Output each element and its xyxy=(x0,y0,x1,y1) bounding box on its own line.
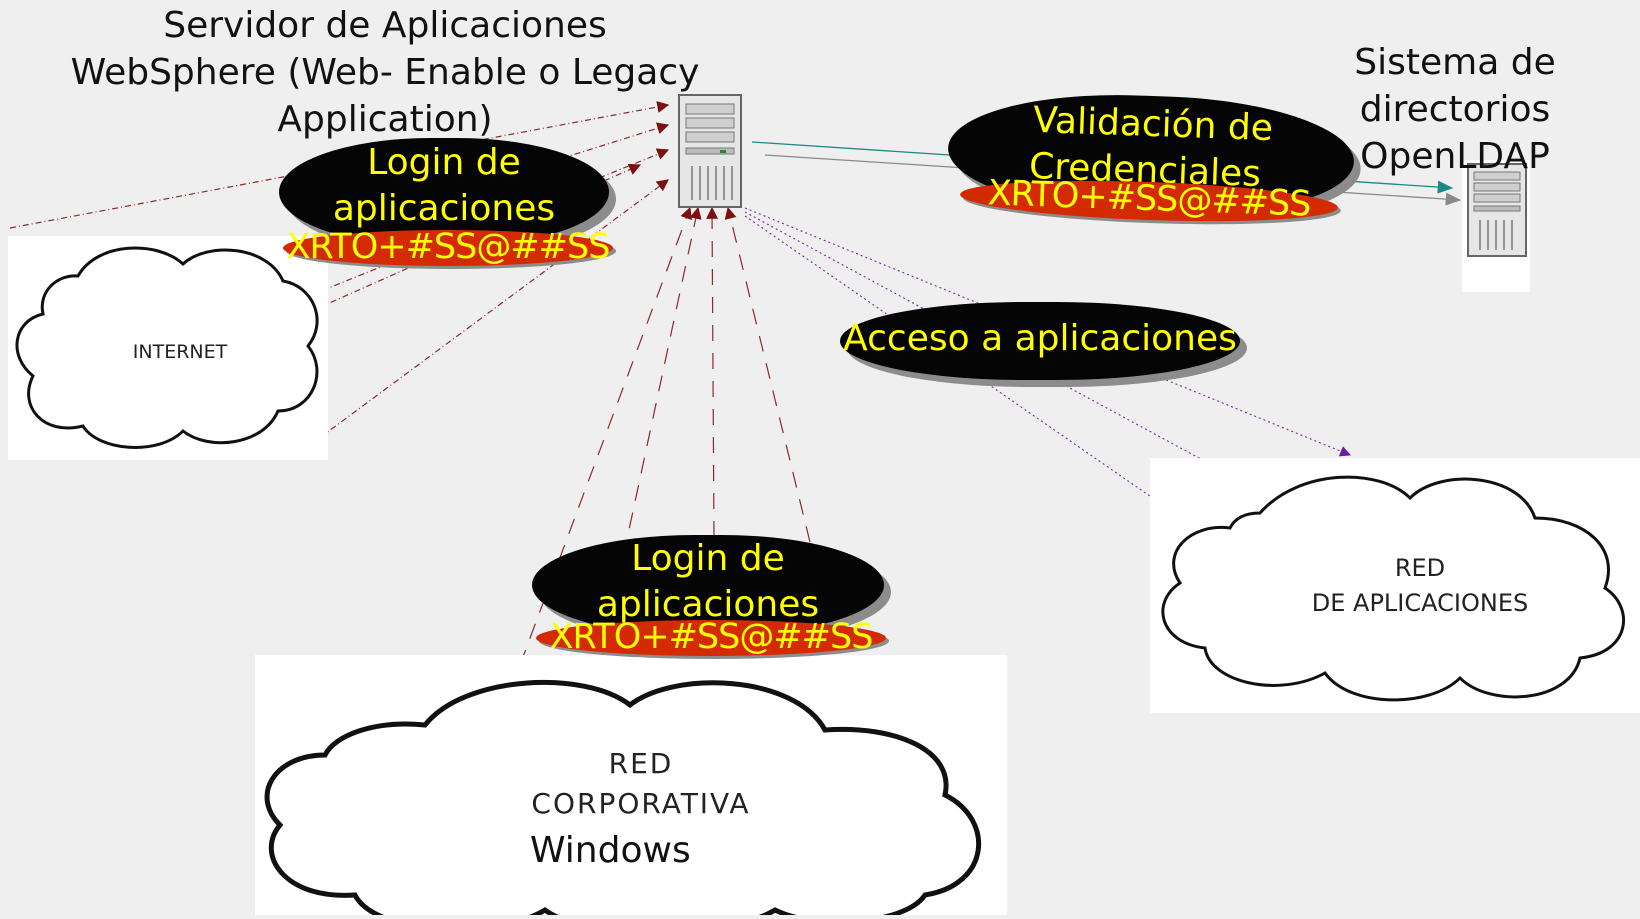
access-bubble xyxy=(840,302,1240,380)
app-server-icon xyxy=(678,94,742,208)
access-bubble-text: Acceso a aplicaciones xyxy=(843,318,1237,359)
internet-cloud: INTERNET xyxy=(15,246,319,449)
app-server-title-line-2: WebSphere (Web- Enable o Legacy xyxy=(70,52,700,93)
login-bubble-top-line-1: Login de xyxy=(367,142,521,183)
corp-network-label-1: RED xyxy=(609,747,674,780)
login-token-top: XRTO+#SS@##SS xyxy=(283,230,613,266)
ldap-title-line-2: directorios xyxy=(1359,89,1551,130)
login-bubble-bottom-line-2: aplicaciones xyxy=(596,584,820,625)
internet-label: INTERNET xyxy=(133,341,228,363)
internet-panel: INTERNET xyxy=(8,236,328,460)
login-bubble-bottom-line-1: Login de xyxy=(631,538,785,579)
app-server-title-line-1: Servidor de Aplicaciones xyxy=(163,5,607,46)
ldap-title-line-3: OpenLDAP xyxy=(1360,136,1550,177)
ldap-title-line-1: Sistema de xyxy=(1354,42,1556,83)
corp-network-sublabel: Windows xyxy=(530,830,691,871)
login-bubble-bottom xyxy=(532,535,884,635)
ldap-server-icon xyxy=(1467,163,1527,257)
app-server-title-line-3: Application) xyxy=(277,99,493,140)
corp-network-cloud: RED CORPORATIVA xyxy=(264,679,982,919)
apps-network-cloud: RED DE APLICACIONES xyxy=(1161,475,1626,702)
login-token-bottom: XRTO+#SS@##SS xyxy=(536,620,886,656)
login-bubble-top-line-2: aplicaciones xyxy=(332,188,556,229)
apps-network-panel: RED DE APLICACIONES xyxy=(1150,458,1640,713)
login-bubble-top xyxy=(279,138,609,246)
apps-network-label-1: RED xyxy=(1395,554,1445,582)
apps-network-label-2: DE APLICACIONES xyxy=(1312,589,1528,617)
corp-network-label-2: CORPORATIVA xyxy=(531,787,750,820)
corp-network-panel: RED CORPORATIVA xyxy=(255,655,1007,919)
